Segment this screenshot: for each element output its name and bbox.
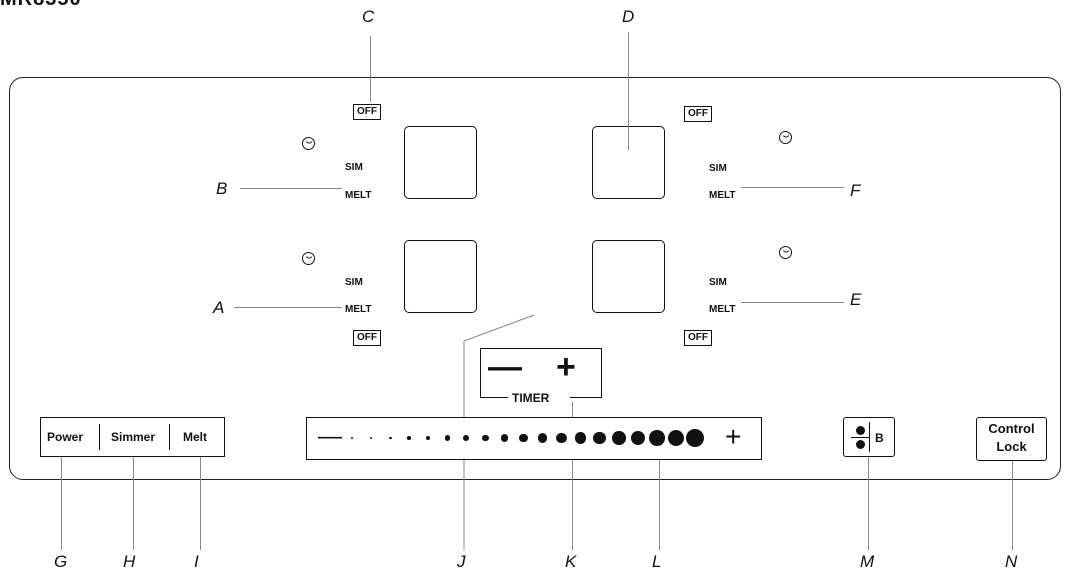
zone-left-front[interactable] — [404, 240, 477, 313]
cooktop-control-panel — [9, 77, 1061, 480]
callout-e: E — [850, 290, 862, 309]
clock-icon — [779, 246, 792, 259]
callout-d: D — [622, 7, 635, 26]
timer-label-rule — [570, 397, 598, 399]
callout-line-h — [133, 457, 134, 550]
melt-label-left-rear[interactable]: MELT — [345, 190, 372, 201]
callout-line-f — [741, 187, 844, 188]
bridge-dot-icon — [856, 426, 865, 435]
divider — [99, 424, 101, 450]
callout-i: I — [194, 552, 199, 571]
clock-icon — [302, 137, 315, 150]
callout-line-i — [200, 457, 201, 550]
timer-plus-button[interactable]: + — [556, 348, 576, 386]
control-lock-label-line2: Lock — [996, 439, 1027, 454]
callout-line-m — [868, 457, 869, 550]
model-number: MR8350 — [0, 0, 82, 11]
power-level-slider[interactable] — [306, 417, 762, 460]
melt-label-right-front[interactable]: MELT — [709, 304, 736, 315]
timer-label: TIMER — [512, 391, 550, 405]
control-lock-label-line1: Control — [988, 421, 1035, 436]
clock-icon — [779, 131, 792, 144]
timer-label-rule — [484, 397, 510, 399]
melt-label-right-rear[interactable]: MELT — [709, 190, 736, 201]
callout-h: H — [123, 552, 136, 571]
zone-right-front[interactable] — [592, 240, 665, 313]
callout-line-d — [628, 32, 629, 150]
sim-label-left-front[interactable]: SIM — [345, 277, 363, 288]
sim-label-right-front[interactable]: SIM — [709, 277, 727, 288]
callout-f: F — [850, 181, 861, 200]
callout-c: C — [362, 7, 375, 26]
slider-plus-button[interactable]: + — [725, 421, 742, 452]
off-button-left-front[interactable]: OFF — [353, 330, 381, 346]
timer-minus-button[interactable]: — — [488, 348, 522, 386]
callout-line-b — [240, 188, 342, 189]
zone-left-rear[interactable] — [404, 126, 477, 199]
bridge-dot-icon — [856, 440, 865, 449]
melt-label-left-front[interactable]: MELT — [345, 304, 372, 315]
sim-label-right-rear[interactable]: SIM — [709, 163, 727, 174]
callout-line-l — [659, 438, 660, 550]
callout-line-g — [61, 457, 62, 550]
callout-j: J — [457, 552, 466, 571]
callout-line-c — [370, 36, 371, 102]
bridge-label: B — [875, 431, 884, 445]
callout-g: G — [54, 552, 68, 571]
divider — [169, 424, 171, 450]
bridge-divider — [869, 422, 871, 452]
callout-line-n — [1012, 461, 1013, 550]
callout-a: A — [213, 298, 225, 317]
callout-line-a — [234, 307, 342, 308]
off-button-right-rear[interactable]: OFF — [684, 106, 712, 122]
timer-label-bg — [508, 390, 570, 406]
slider-minus-button[interactable]: — — [318, 423, 342, 450]
callout-l: L — [652, 552, 662, 571]
simmer-button[interactable]: Simmer — [111, 430, 156, 444]
callout-line-k — [572, 398, 573, 550]
callout-b: B — [216, 179, 228, 198]
callout-n: N — [1005, 552, 1018, 571]
callout-line-e — [741, 302, 844, 303]
power-simmer-melt-bar — [40, 417, 225, 457]
off-button-right-front[interactable]: OFF — [684, 330, 712, 346]
power-button[interactable]: Power — [47, 430, 84, 444]
bridge-divider — [851, 437, 870, 439]
sim-label-left-rear[interactable]: SIM — [345, 162, 363, 173]
callout-m: M — [860, 552, 875, 571]
control-lock-button[interactable] — [976, 417, 1047, 461]
callout-k: K — [565, 552, 577, 571]
clock-icon — [302, 252, 315, 265]
melt-button[interactable]: Melt — [183, 430, 207, 444]
off-button-left-rear[interactable]: OFF — [353, 104, 381, 120]
